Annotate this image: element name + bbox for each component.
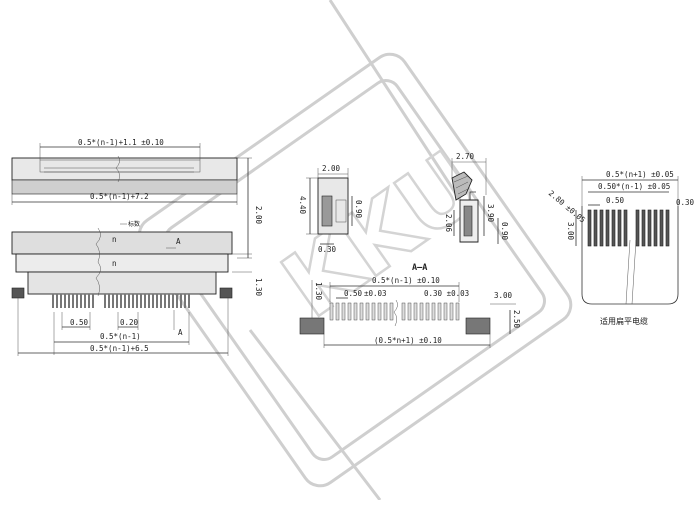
dim-fpc-pin-span: 0.50*(n-1) ±0.05 [598, 182, 670, 191]
dim-section-h2: 3.90 [486, 204, 495, 223]
dim-pad-tol: ±0.03 [364, 289, 387, 298]
fpc-caption: 适用扁平电缆 [600, 316, 648, 326]
dim-side-foot: 0.30 [318, 245, 337, 254]
dim-pad-side-h: 2.50 [512, 310, 521, 329]
dim-fpc-edge: 0.30 [676, 198, 695, 207]
fpc-cable: 0.5*(n+1) ±0.05 0.50*(n-1) ±0.05 0.50 0.… [547, 170, 695, 326]
pcb-pads [329, 302, 460, 321]
label-pitch-mark: 标数 [128, 220, 140, 228]
section-marker-a-bottom: A [178, 328, 183, 337]
dim-pad-span: 0.5*(n-1) ±0.10 [372, 276, 440, 285]
dim-pad-pitch: 0.50 [344, 289, 363, 298]
label-n-bottom: n [112, 259, 117, 268]
section-marker-a-top: A [176, 237, 181, 246]
top-view: 0.5*(n-1)+1.1 ±0.10 0.5*(n-1)+7.2 2.00 [11, 138, 263, 259]
front-view-pins [52, 294, 190, 308]
section-title-a-a: A—A [412, 263, 427, 273]
dim-bottom-pin-width: 0.20 [120, 318, 139, 327]
dim-bottom-total: 0.5*(n-1)+6.5 [90, 344, 149, 353]
dim-section-h3: 0.90 [500, 222, 509, 241]
pcb-pad-layout: 0.5*(n-1) ±0.10 0.50 ±0.03 0.30 ±0.03 1.… [299, 276, 521, 348]
dim-fpc-total: 0.5*(n+1) ±0.05 [606, 170, 674, 179]
dim-mid-height: 1.30 [254, 278, 263, 297]
dim-side-height: 4.40 [298, 196, 307, 215]
dim-fpc-pitch: 0.50 [606, 196, 625, 205]
front-view: n n 标数 A 1.30 [11, 220, 263, 356]
side-view: 2.00 4.40 0.90 0.30 [298, 164, 363, 254]
dim-top-height: 2.00 [254, 206, 263, 225]
dim-side-width: 2.00 [322, 164, 341, 173]
dim-bottom-pitch: 0.50 [70, 318, 89, 327]
label-n-top: n [112, 235, 117, 244]
fpc-contacts [587, 209, 670, 247]
dim-top-outer-width: 0.5*(n-1)+7.2 [90, 192, 149, 201]
dim-bottom-span: 0.5*(n-1) [100, 332, 141, 341]
section-a-a: 2.70 2.06 3.90 0.90 A—A [412, 152, 509, 273]
dim-fpc-contact-len: 3.00 [566, 222, 575, 241]
dim-fpc-angle: 2.80 ±0.05 [547, 189, 587, 225]
dim-section-width: 2.70 [456, 152, 475, 161]
dim-top-inner-width: 0.5*(n-1)+1.1 ±0.10 [78, 138, 164, 147]
dim-pad-total: (0.5*n+1) ±0.10 [374, 336, 442, 345]
dim-section-h1: 2.06 [444, 214, 453, 233]
dim-pad-height: 1.30 [314, 282, 323, 301]
dim-pad-width: 0.30 ±0.03 [424, 289, 469, 298]
dim-pad-side: 3.00 [494, 291, 513, 300]
dim-side-gap: 0.90 [354, 200, 363, 219]
